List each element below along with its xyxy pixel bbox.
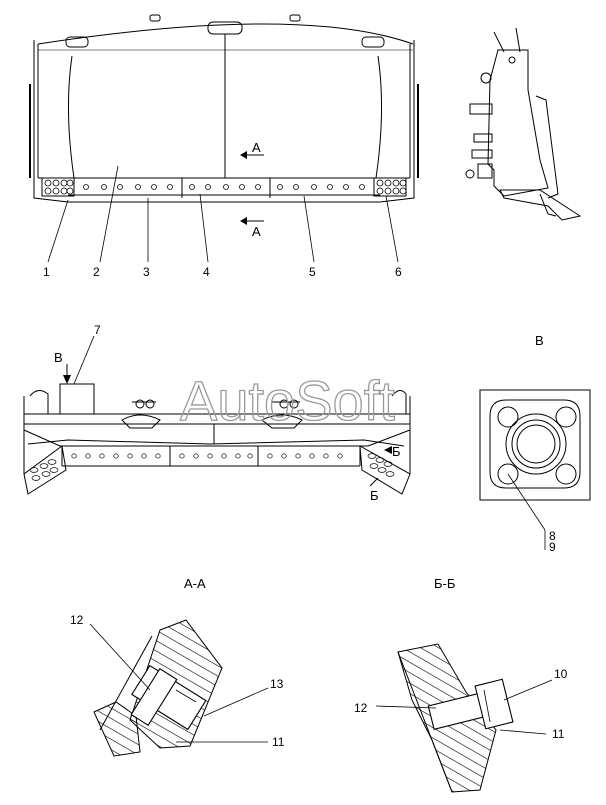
callout-13: 13	[270, 677, 284, 691]
section-a-label-bottom: А	[252, 224, 261, 239]
callout-11-bb: 11	[552, 727, 565, 741]
section-a-marker-bottom: А	[240, 217, 264, 239]
callout-2: 2	[93, 265, 100, 279]
section-a-label-top: А	[252, 140, 261, 155]
section-aa-detail	[93, 619, 223, 757]
callout-3: 3	[143, 265, 150, 279]
section-bb-title: Б-Б	[434, 576, 455, 591]
view-b-label: В	[54, 350, 63, 365]
callout-1: 1	[43, 265, 50, 279]
section-bb-marker: Б Б	[369, 444, 401, 503]
section-bb-label-upper: Б	[392, 444, 401, 459]
callout-11-aa: 11	[272, 735, 285, 749]
section-a-marker-top: А	[240, 140, 264, 159]
view-b-arrow: В	[54, 350, 71, 384]
section-aa-title: А-А	[184, 576, 206, 591]
callout-7-group: 7	[73, 323, 101, 385]
front-view-blade	[29, 14, 419, 203]
callout-5: 5	[309, 265, 316, 279]
callout-12-bb: 12	[354, 701, 368, 715]
callout-8: 8	[549, 529, 556, 543]
section-bb-detail	[397, 643, 514, 793]
callout-9: 9	[549, 540, 556, 554]
callout-4: 4	[203, 265, 210, 279]
perspective-view-bolt-holes	[29, 453, 395, 481]
callout-7: 7	[94, 323, 101, 337]
view-b-callouts: 8 9	[549, 529, 556, 554]
view-b-detail	[479, 389, 591, 550]
section-bb-label-lower: Б	[370, 488, 379, 503]
view-b-title: В	[535, 333, 544, 348]
callout-6: 6	[395, 265, 402, 279]
section-aa-callouts: 12 13 11	[70, 613, 285, 749]
callout-10: 10	[554, 667, 568, 681]
side-view-blade	[465, 27, 582, 221]
section-bb-callouts: 10 12 11	[354, 667, 568, 741]
perspective-view-blade	[23, 383, 411, 495]
callout-12-aa: 12	[70, 613, 84, 627]
front-view-bolt-holes	[44, 179, 407, 195]
top-callout-leaders	[47, 165, 399, 263]
section-bb-leaders	[375, 679, 553, 735]
top-callouts: 1 2 3 4 5 6	[43, 265, 402, 279]
section-aa-leaders	[89, 623, 269, 743]
watermark-text: AutoSoft	[180, 369, 395, 432]
